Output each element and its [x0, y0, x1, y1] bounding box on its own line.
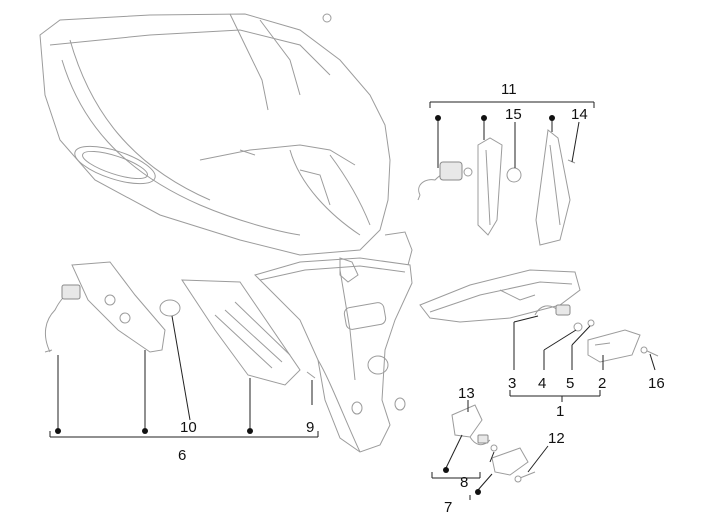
side-reflector-right [535, 129, 576, 246]
callout-8: 8 [460, 474, 468, 491]
callout-15: 15 [505, 106, 522, 123]
callout-9: 9 [306, 419, 314, 436]
callout-13: 13 [458, 385, 475, 402]
bulb-part-8 [490, 444, 498, 452]
callout-16: 16 [648, 375, 665, 392]
screw-part-16 [640, 346, 659, 357]
callout-11: 11 [501, 81, 517, 98]
bulb-part-10 [159, 299, 181, 317]
lens-part-7 [491, 447, 529, 476]
callout-10: 10 [180, 419, 197, 436]
rear-mudguard [254, 231, 413, 453]
wiring-light-part-11 [417, 161, 473, 201]
screw-part-12 [514, 471, 536, 483]
callout-2: 2 [598, 375, 606, 392]
leader-dots [55, 115, 555, 495]
callout-1: 1 [556, 403, 564, 420]
side-reflector-left [477, 137, 503, 236]
callout-4: 4 [538, 375, 546, 392]
callout-3: 3 [508, 375, 516, 392]
light-part-13 [451, 404, 491, 446]
callout-12: 12 [548, 430, 565, 447]
cover-part-6 [71, 261, 166, 353]
callout-5: 5 [566, 375, 574, 392]
callout-6: 6 [178, 447, 186, 464]
plate-part-9 [181, 279, 316, 386]
bulb-part-15 [506, 167, 522, 183]
callout-7: 7 [444, 499, 452, 516]
callout-labels: 1 2 3 4 5 6 7 8 9 10 11 12 13 14 15 16 [178, 81, 665, 516]
rear-body-shell [39, 13, 391, 256]
callout-14: 14 [571, 106, 588, 123]
bracket-part-2 [587, 329, 641, 363]
wiring-part-3 [534, 304, 595, 332]
leader-lines [49, 101, 656, 500]
wiring-part-6 [44, 284, 81, 353]
